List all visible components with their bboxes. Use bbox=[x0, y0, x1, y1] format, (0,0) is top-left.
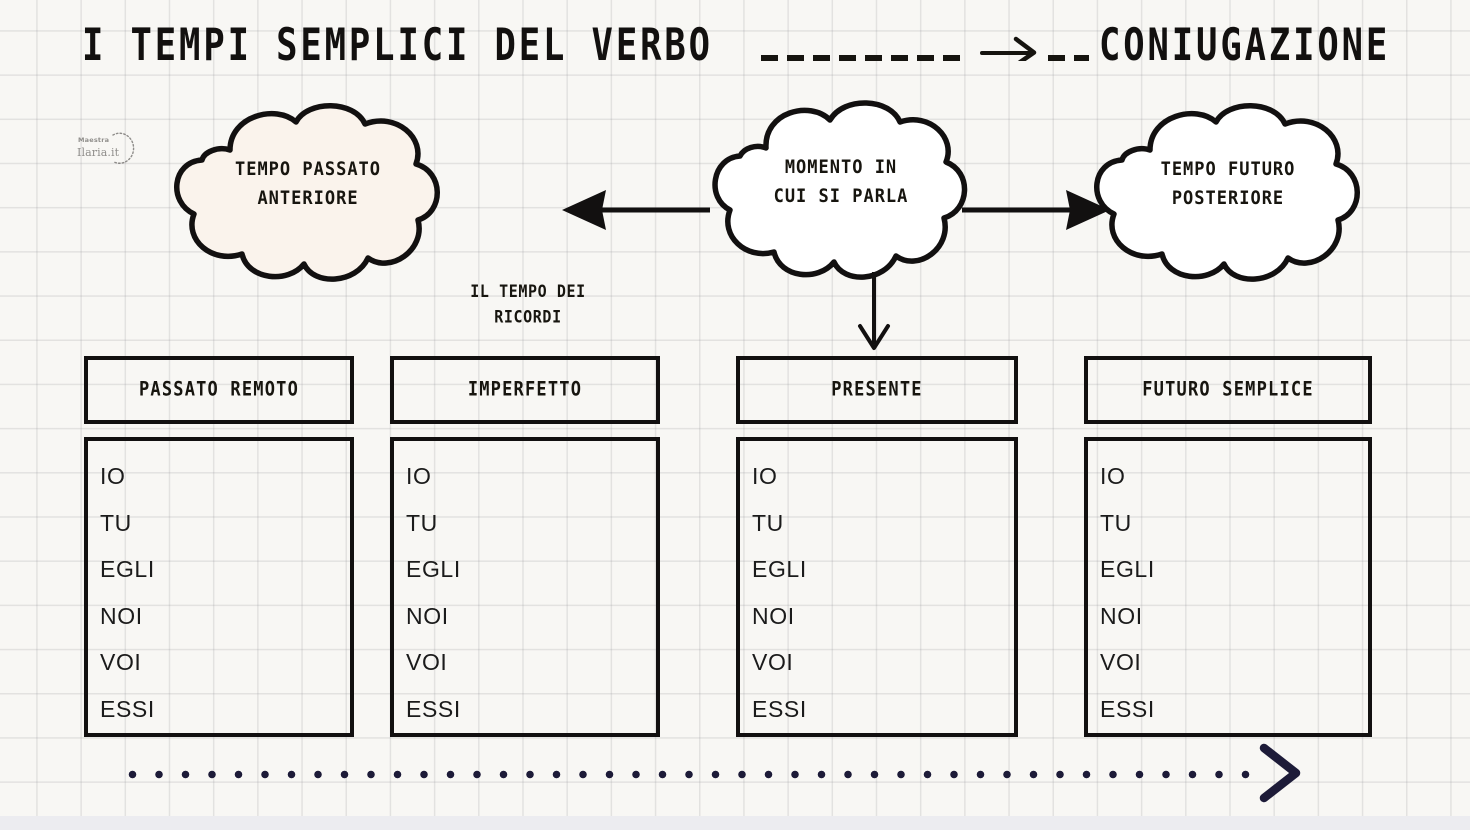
conjugation-box-passato-remoto[interactable]: IO TU EGLI NOI VOI ESSI bbox=[84, 437, 354, 737]
column-header-presente: PRESENTE bbox=[736, 356, 1018, 424]
pronoun-voi: VOI bbox=[1100, 649, 1142, 675]
memory-note-line1: IL TEMPO DEI bbox=[470, 280, 586, 302]
pronoun-io: IO bbox=[100, 463, 126, 489]
bottom-strip bbox=[0, 816, 1470, 830]
arrow-down-icon bbox=[852, 270, 896, 357]
pronoun-tu: TU bbox=[406, 509, 438, 536]
cloud-present-label: MOMENTO IN CUI SI PARLA bbox=[706, 153, 976, 212]
pronoun-egli: EGLI bbox=[100, 556, 155, 582]
pronoun-essi: ESSI bbox=[100, 695, 155, 722]
dotted-arc-icon bbox=[110, 132, 136, 171]
pronoun-tu: TU bbox=[100, 509, 132, 536]
chevron-right-icon bbox=[1252, 742, 1312, 809]
column-header-label: FUTURO SEMPLICE bbox=[1142, 378, 1314, 402]
conjugation-box-presente[interactable]: IO TU EGLI NOI VOI ESSI bbox=[736, 437, 1018, 737]
timeline-dots bbox=[128, 770, 1252, 779]
column-header-label: PRESENTE bbox=[831, 378, 923, 402]
conjugation-blank-long[interactable] bbox=[761, 55, 968, 61]
cloud-past-line1: TEMPO PASSATO bbox=[234, 158, 382, 181]
pronoun-noi: NOI bbox=[1100, 602, 1143, 629]
pronoun-voi: VOI bbox=[752, 649, 794, 675]
pronoun-noi: NOI bbox=[406, 602, 449, 629]
title-main: I TEMPI SEMPLICI DEL VERBO bbox=[82, 18, 713, 71]
column-header-label: PASSATO REMOTO bbox=[138, 378, 300, 402]
memory-note: IL TEMPO DEI RICORDI bbox=[428, 280, 628, 330]
page-title: I TEMPI SEMPLICI DEL VERBO CONIUGAZIONE bbox=[82, 23, 1402, 92]
cloud-future: TEMPO FUTURO POSTERIORE bbox=[1088, 98, 1368, 288]
cloud-future-label: TEMPO FUTURO POSTERIORE bbox=[1088, 155, 1368, 214]
arrow-right-icon bbox=[960, 186, 1112, 239]
arrow-left-icon bbox=[560, 186, 712, 239]
pronoun-egli: EGLI bbox=[1100, 556, 1155, 582]
pronoun-egli: EGLI bbox=[406, 556, 461, 582]
column-header-label: IMPERFETTO bbox=[467, 378, 583, 402]
pronoun-noi: NOI bbox=[752, 602, 795, 629]
pronoun-egli: EGLI bbox=[752, 556, 807, 582]
cloud-future-line2: POSTERIORE bbox=[1171, 187, 1285, 211]
cloud-present-line1: MOMENTO IN bbox=[784, 156, 898, 179]
column-presente: PRESENTE IO TU EGLI NOI VOI ESSI bbox=[736, 356, 1018, 737]
pronoun-tu: TU bbox=[1100, 509, 1132, 536]
column-passato-remoto: PASSATO REMOTO IO TU EGLI NOI VOI ESSI bbox=[84, 356, 354, 737]
cloud-present-line2: CUI SI PARLA bbox=[773, 185, 909, 209]
cloud-future-line1: TEMPO FUTURO bbox=[1160, 158, 1296, 181]
conjugation-box-futuro-semplice[interactable]: IO TU EGLI NOI VOI ESSI bbox=[1084, 437, 1372, 737]
pronoun-io: IO bbox=[1100, 463, 1126, 489]
pronoun-voi: VOI bbox=[406, 649, 448, 675]
pronoun-noi: NOI bbox=[100, 602, 143, 629]
pronoun-voi: VOI bbox=[100, 649, 142, 675]
column-futuro-semplice: FUTURO SEMPLICE IO TU EGLI NOI VOI ESSI bbox=[1084, 356, 1372, 737]
column-header-futuro-semplice: FUTURO SEMPLICE bbox=[1084, 356, 1372, 424]
column-header-passato-remoto: PASSATO REMOTO bbox=[84, 356, 354, 424]
pronoun-tu: TU bbox=[752, 509, 784, 536]
watermark-line1: Maestra bbox=[78, 136, 110, 144]
cloud-present: MOMENTO IN CUI SI PARLA bbox=[706, 92, 976, 288]
watermark-logo: Maestra Ilaria.it bbox=[76, 132, 138, 168]
column-imperfetto: IMPERFETTO IO TU EGLI NOI VOI ESSI bbox=[390, 356, 660, 737]
title-suffix: CONIUGAZIONE bbox=[1098, 18, 1390, 71]
memory-note-line2: RICORDI bbox=[494, 305, 562, 327]
column-header-imperfetto: IMPERFETTO bbox=[390, 356, 660, 424]
pronoun-essi: ESSI bbox=[406, 695, 461, 722]
pronoun-essi: ESSI bbox=[1100, 695, 1155, 722]
pronoun-io: IO bbox=[752, 463, 778, 489]
pronoun-essi: ESSI bbox=[752, 695, 807, 722]
arrow-right-icon bbox=[979, 35, 1038, 68]
cloud-past-label: TEMPO PASSATO ANTERIORE bbox=[168, 155, 448, 214]
watermark-line2: Ilaria.it bbox=[77, 146, 120, 159]
conjugation-box-imperfetto[interactable]: IO TU EGLI NOI VOI ESSI bbox=[390, 437, 660, 737]
cloud-past: TEMPO PASSATO ANTERIORE bbox=[168, 98, 448, 288]
conjugation-blank-short[interactable] bbox=[1047, 55, 1089, 61]
pronoun-io: IO bbox=[406, 463, 432, 489]
cloud-past-line2: ANTERIORE bbox=[257, 187, 359, 211]
